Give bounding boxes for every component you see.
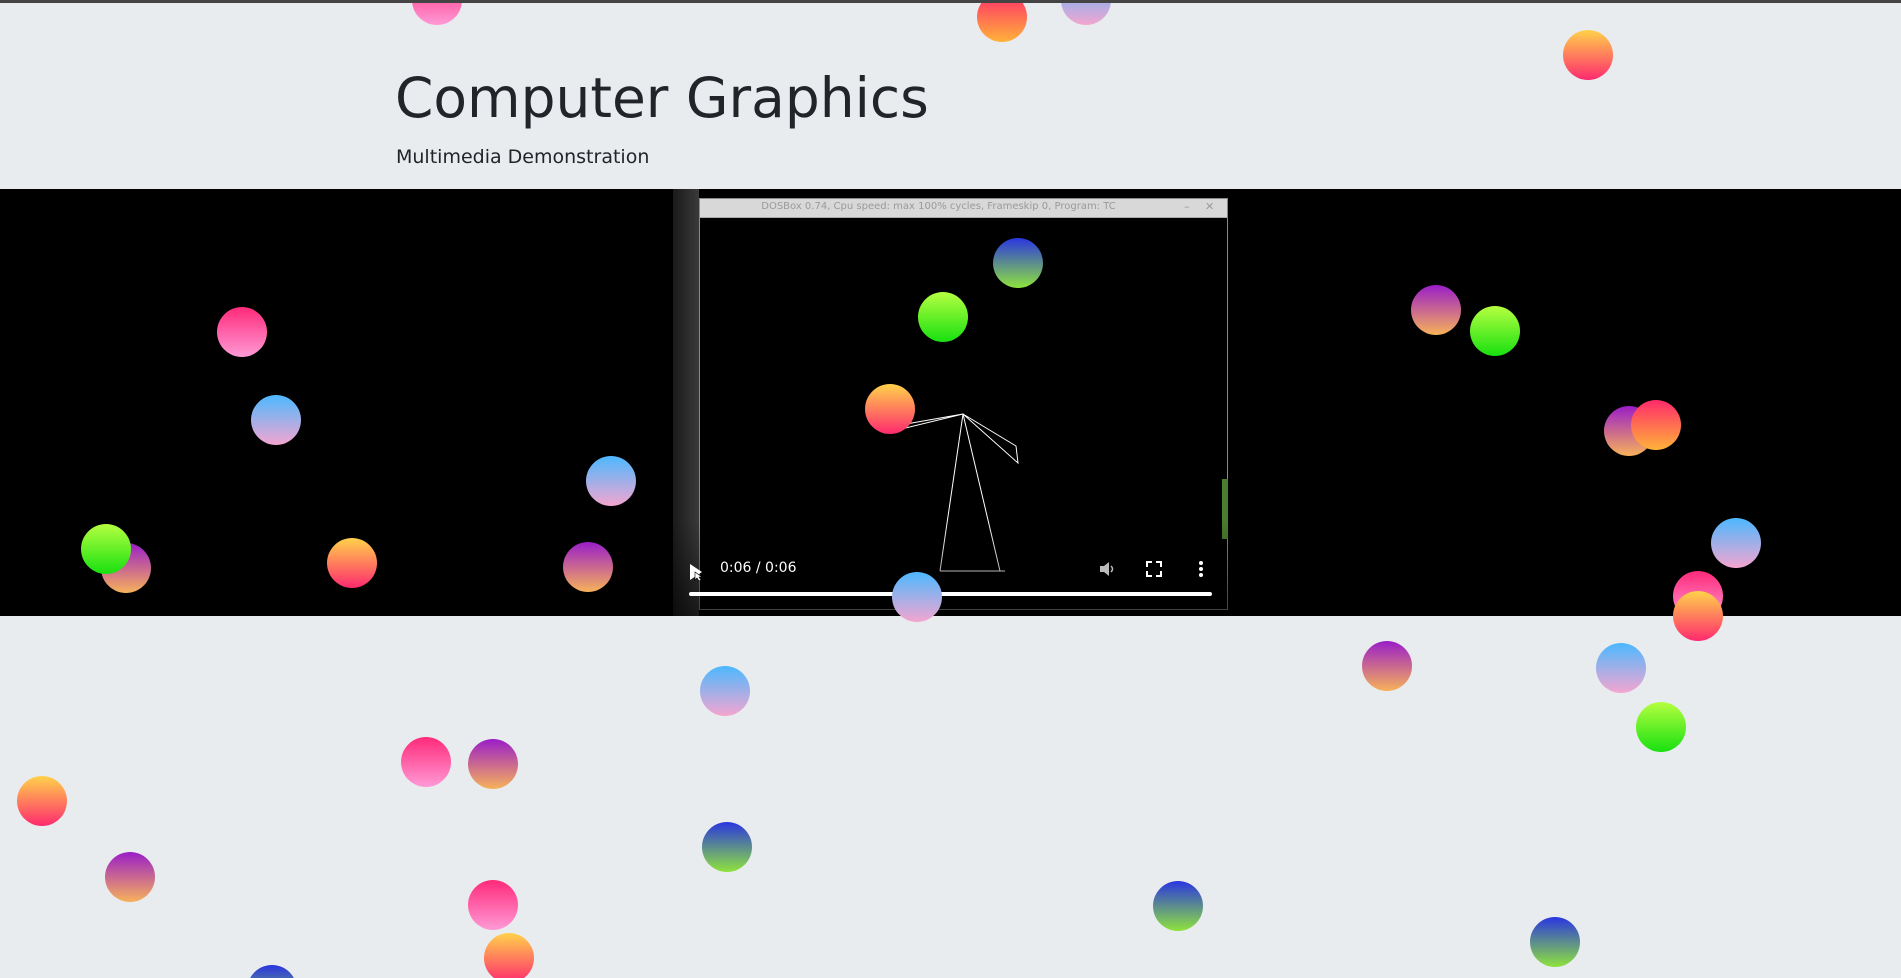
fullscreen-icon[interactable] — [1144, 559, 1164, 579]
bouncing-ball — [700, 666, 750, 716]
bouncing-ball — [484, 933, 534, 978]
more-options-icon[interactable] — [1191, 559, 1211, 579]
bouncing-ball — [401, 737, 451, 787]
bouncing-ball — [1636, 702, 1686, 752]
bouncing-ball — [105, 852, 155, 902]
mute-icon[interactable] — [1097, 559, 1117, 579]
dosbox-title: DOSBox 0.74, Cpu speed: max 100% cycles,… — [761, 201, 1116, 212]
page-header: Computer Graphics Multimedia Demonstrati… — [0, 0, 1901, 189]
bouncing-ball — [702, 822, 752, 872]
bouncing-ball — [468, 739, 518, 789]
bouncing-ball — [17, 776, 67, 826]
bouncing-ball — [468, 880, 518, 930]
minimize-icon: – — [1184, 200, 1190, 213]
video-player[interactable]: DOSBox 0.74, Cpu speed: max 100% cycles,… — [673, 189, 1228, 616]
bouncing-ball — [1596, 643, 1646, 693]
close-icon: ✕ — [1205, 200, 1215, 213]
browser-top-edge — [0, 0, 1901, 3]
page-subtitle: Multimedia Demonstration — [396, 146, 650, 168]
play-icon[interactable] — [687, 562, 705, 582]
page-title: Computer Graphics — [395, 66, 929, 130]
video-time: 0:06 / 0:06 — [720, 560, 797, 576]
bouncing-ball — [250, 965, 294, 978]
bouncing-ball — [1153, 881, 1203, 931]
dosbox-titlebar: DOSBox 0.74, Cpu speed: max 100% cycles,… — [700, 199, 1227, 218]
bouncing-ball — [1362, 641, 1412, 691]
background-window-edge — [1222, 479, 1228, 539]
video-controls — [673, 519, 1228, 616]
video-progress-bar[interactable] — [689, 592, 1212, 596]
bouncing-ball — [1530, 917, 1580, 967]
